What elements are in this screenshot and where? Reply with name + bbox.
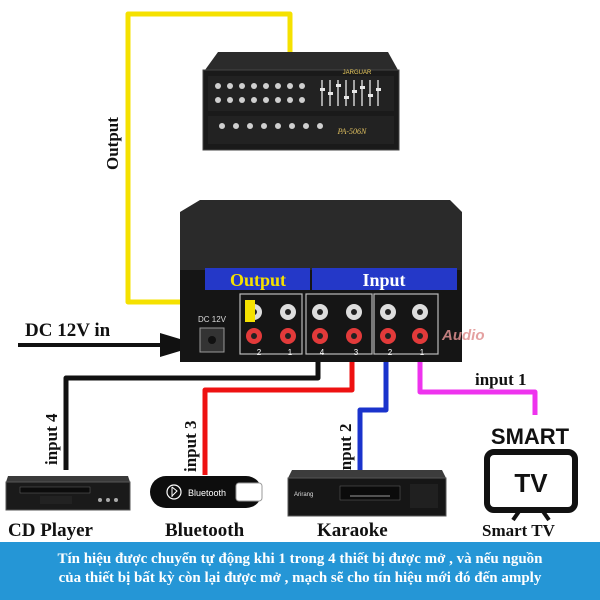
input4-cable xyxy=(63,360,321,470)
karaoke-player: Arirang xyxy=(287,470,447,517)
input2-cable xyxy=(357,360,389,470)
panel-input-title: Input xyxy=(362,270,405,290)
input3-label: input 3 xyxy=(181,421,200,473)
cd-player-label: CD Player xyxy=(8,520,94,541)
port-number: 1 xyxy=(288,348,293,357)
amplifier-model: PA-506N xyxy=(337,127,367,136)
caption-line-2: của thiết bị bất kỳ còn lại được mở , mạ… xyxy=(58,570,542,586)
dc-jack-label: DC 12V xyxy=(198,315,227,324)
amplifier-brand: JARGUAR xyxy=(343,70,372,76)
input4-label: input 4 xyxy=(42,413,61,465)
smart-tv-word1: SMART xyxy=(491,424,570,449)
cd-player xyxy=(5,476,131,511)
input1-label: input 1 xyxy=(475,370,527,389)
amplifier: JARGUAR PA-506N xyxy=(202,52,400,151)
watermark-text: Audio xyxy=(441,327,485,344)
panel-output-title: Output xyxy=(230,270,286,290)
karaoke-brand: Arirang xyxy=(294,492,313,498)
port-number: 2 xyxy=(388,348,393,357)
input2-label: input 2 xyxy=(336,424,355,476)
smart-tv-icon: SMART TV xyxy=(484,424,578,522)
input1-cable xyxy=(417,360,538,415)
smart-tv-label: Smart TV xyxy=(482,521,556,540)
audio-switcher: Output Input DC 12V 2 1 xyxy=(180,200,485,362)
dc-in-label: DC 12V in xyxy=(25,320,111,341)
karaoke-label: Karaoke xyxy=(317,520,388,541)
port-number: 2 xyxy=(257,348,262,357)
bluetooth-logo-text: Bluetooth xyxy=(188,488,226,498)
caption-banner: Tín hiệu được chuyển tự động khi 1 trong… xyxy=(0,542,600,600)
port-number: 1 xyxy=(420,348,425,357)
bluetooth-label: Bluetooth xyxy=(165,520,245,541)
bluetooth-receiver: Bluetooth xyxy=(150,476,263,508)
caption-line-1: Tín hiệu được chuyển tự động khi 1 trong… xyxy=(57,551,543,567)
port-number: 4 xyxy=(320,348,325,357)
input3-cable xyxy=(202,360,355,475)
output-label: Output xyxy=(103,117,122,170)
port-number: 3 xyxy=(354,348,359,357)
smart-tv-word2: TV xyxy=(514,468,548,498)
